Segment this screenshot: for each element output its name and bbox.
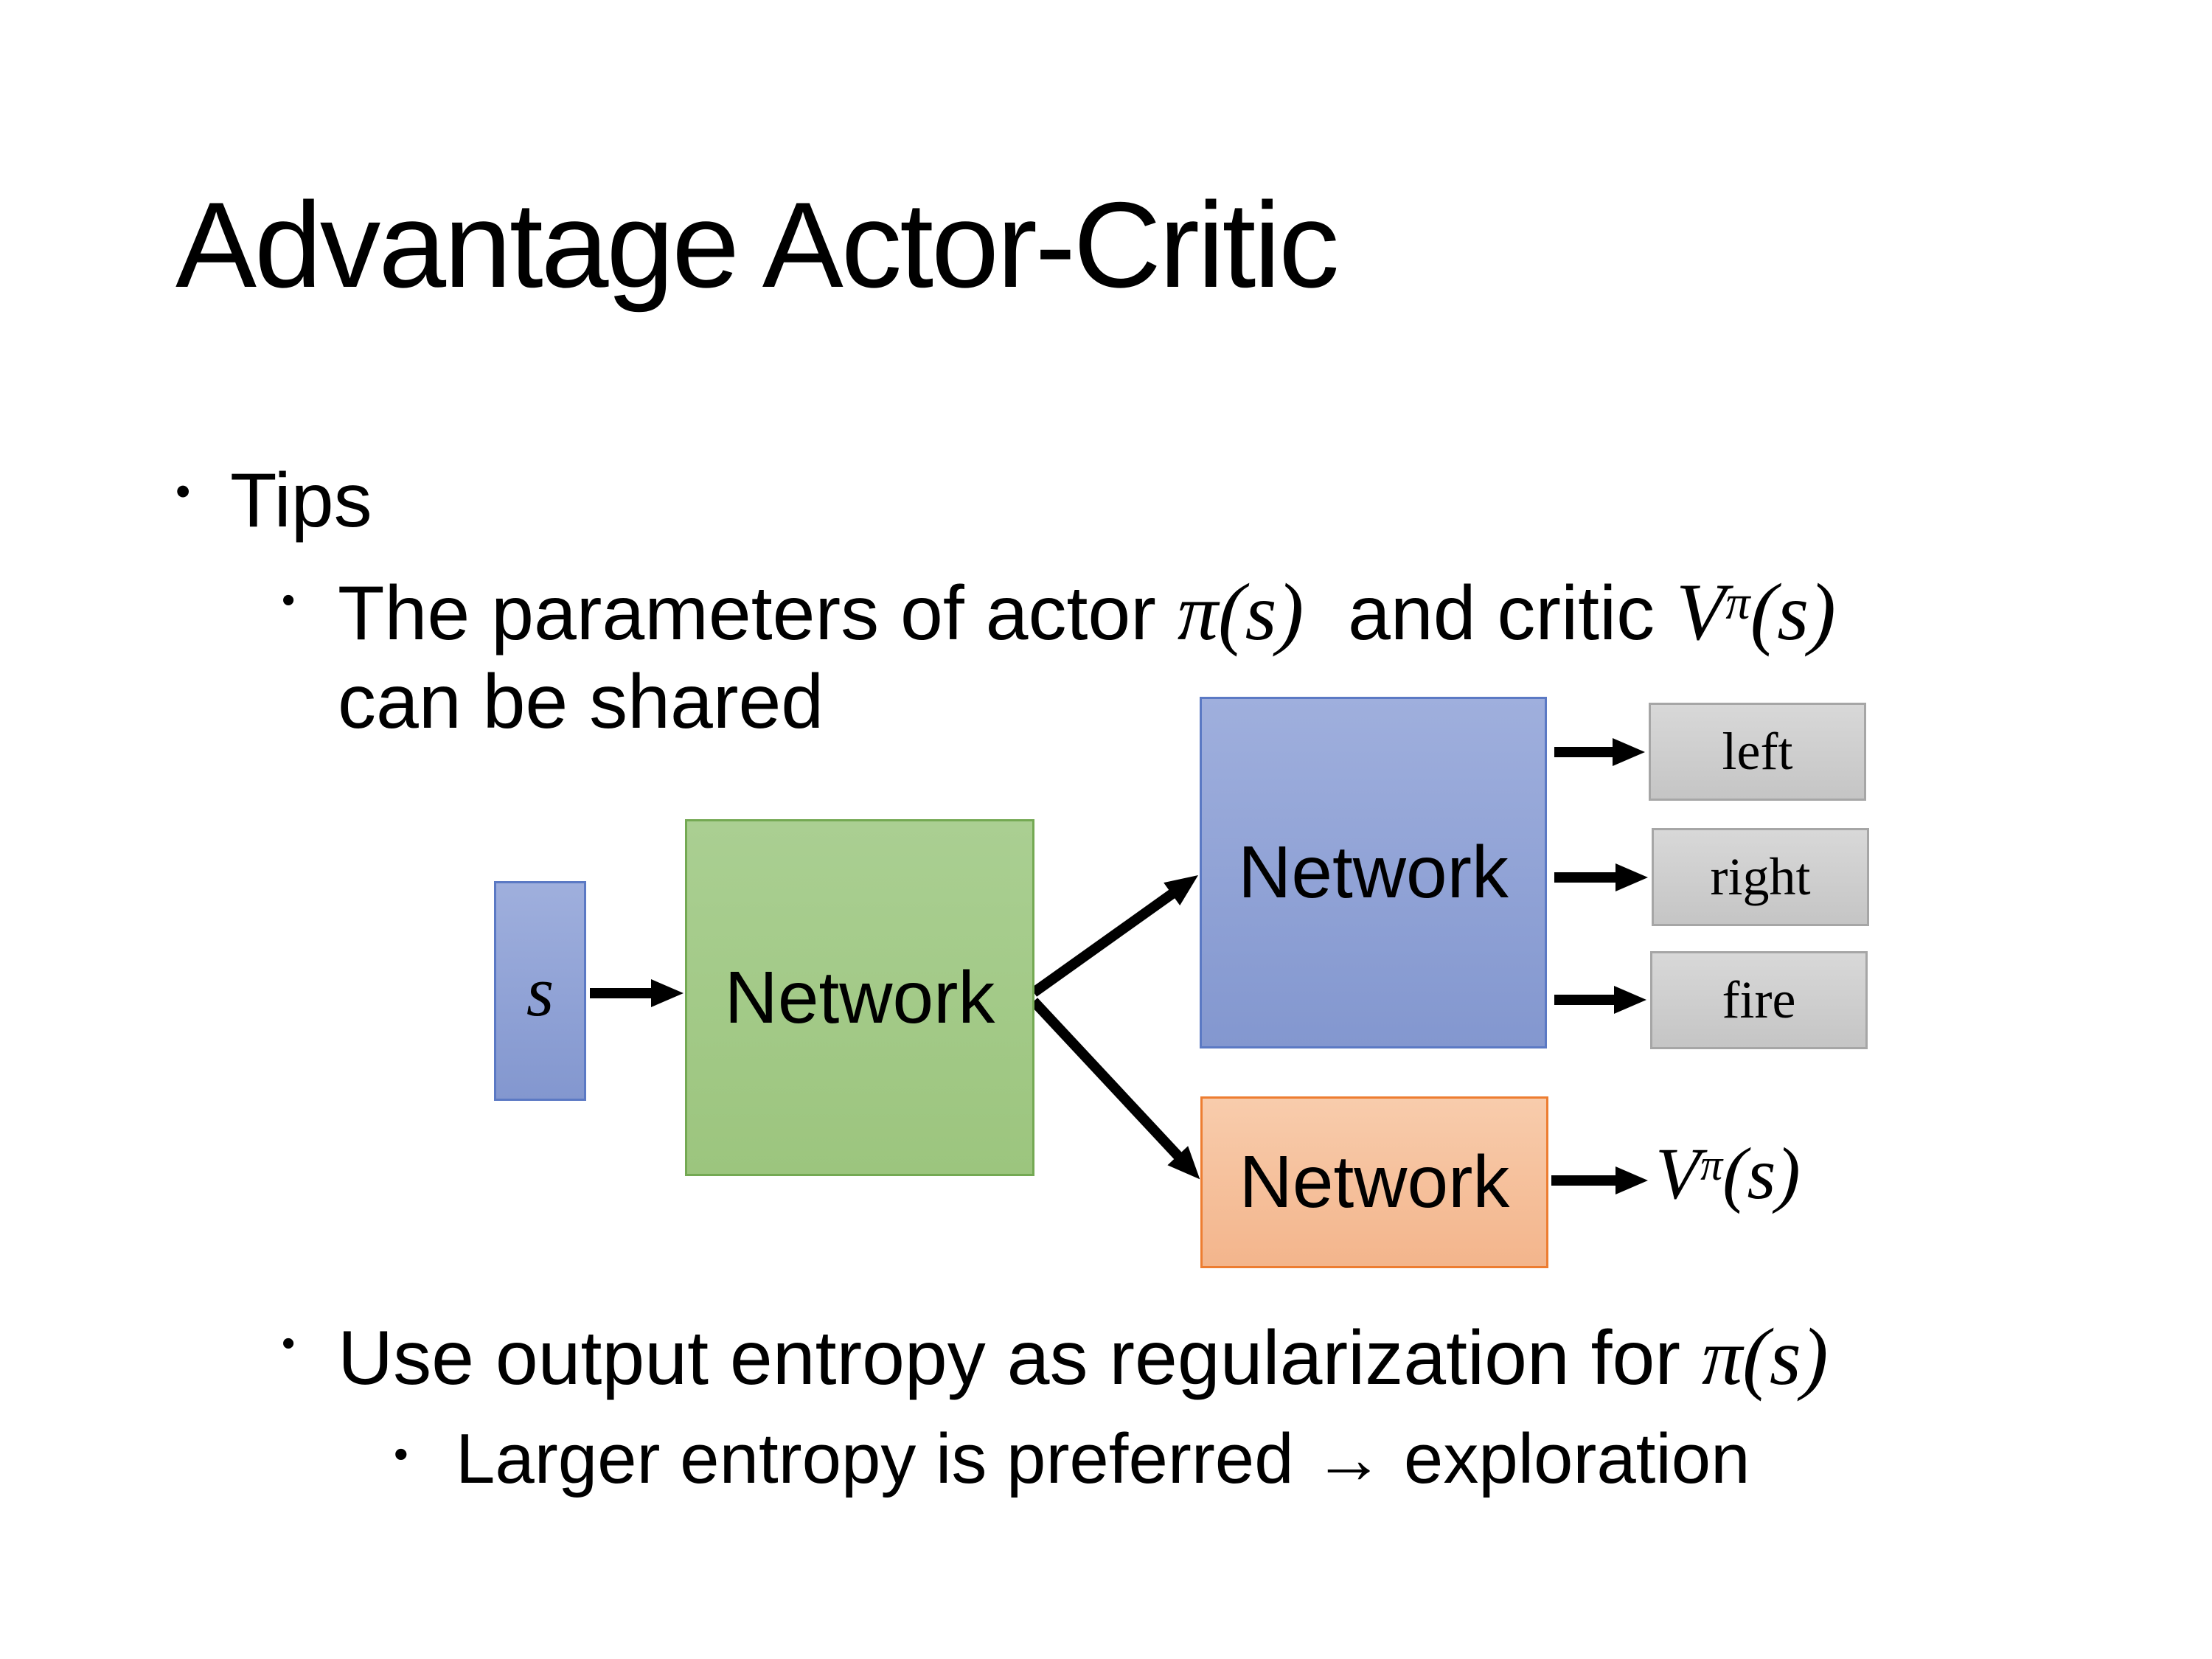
critic-value-output: Vπ(s) [1655, 1137, 1801, 1211]
shared-network-box: Network [685, 819, 1034, 1176]
param-line-1: The parameters of actor π(s) and critic … [338, 571, 1836, 653]
value-args: (s) [1750, 567, 1836, 657]
critic-value-math: Vπ(s) [1676, 567, 1836, 657]
shared-network-label: Network [724, 956, 995, 1039]
value-base: V [1655, 1133, 1701, 1214]
arrow-shared-to-actor [1030, 875, 1199, 997]
bullet-icon: • [394, 1430, 408, 1477]
actor-network-label: Network [1238, 831, 1509, 914]
entropy-text-pre: Use output entropy as regularization for [338, 1315, 1702, 1401]
actor-policy-math: π(s) [1177, 567, 1304, 657]
action-label-right: right [1710, 847, 1811, 906]
actor-policy-math: π(s) [1701, 1312, 1829, 1402]
state-label: s [526, 951, 554, 1031]
exploration-line: Larger entropy is preferred → exploratio… [456, 1419, 1750, 1498]
state-input-box: s [494, 881, 586, 1101]
bullet-icon: • [175, 467, 191, 515]
value-superscript: π [1700, 1140, 1723, 1189]
value-base: V [1676, 567, 1726, 657]
param-line-2: can be shared [338, 659, 824, 745]
critic-network-label: Network [1239, 1141, 1510, 1223]
action-box-right: right [1652, 828, 1869, 926]
param-text-pre: The parameters of actor [338, 571, 1178, 656]
actor-network-box: Network [1200, 697, 1547, 1048]
action-box-left: left [1649, 703, 1866, 801]
arrow-shared-to-critic [1029, 998, 1200, 1180]
bullet-icon: • [282, 579, 296, 622]
value-args: (s) [1722, 1133, 1801, 1214]
page-title: Advantage Actor-Critic [175, 177, 1340, 313]
entropy-line: Use output entropy as regularization for… [338, 1316, 1828, 1397]
action-label-left: left [1722, 722, 1793, 781]
bullet-icon: • [282, 1322, 296, 1365]
critic-network-box: Network [1200, 1096, 1548, 1268]
tips-label: Tips [230, 458, 372, 543]
action-box-fire: fire [1650, 951, 1868, 1049]
value-superscript: π [1725, 576, 1750, 630]
param-text-mid: and critic [1326, 571, 1677, 656]
action-label-fire: fire [1722, 970, 1796, 1029]
